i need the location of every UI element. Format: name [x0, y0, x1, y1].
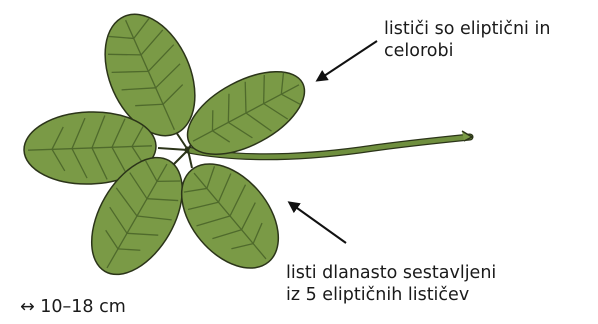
leaflet-shape-label-line1: lističi so eliptični in: [384, 18, 550, 40]
compound-leaf-label-line2: iz 5 eliptičnih lističev: [286, 284, 496, 306]
size-scale-label: ↔ 10–18 cm: [20, 296, 126, 318]
compound-leaf-label: listi dlanasto sestavljeni iz 5 eliptičn…: [286, 262, 496, 306]
arrow-to-leaves: [290, 203, 346, 243]
leaflet-shape-label: lističi so eliptični in celorobi: [384, 18, 550, 62]
arrow-to-leaflet: [318, 41, 377, 80]
leaflet-shape-label-line2: celorobi: [384, 40, 550, 62]
leaflet-lower-right: [162, 146, 297, 287]
compound-leaf-label-line1: listi dlanasto sestavljeni: [286, 262, 496, 284]
